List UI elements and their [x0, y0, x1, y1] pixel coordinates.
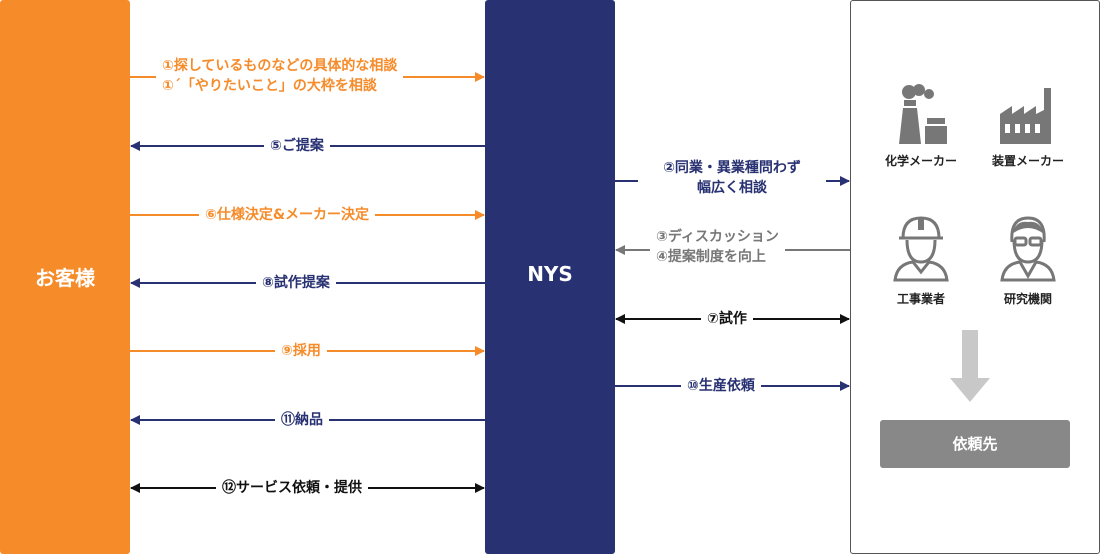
supplier-box: 依頼先 [880, 420, 1070, 468]
label-f10: ⑩生産依頼 [681, 376, 761, 396]
partner-contractor: 工事業者 [866, 210, 976, 307]
label-f7: ⑦試作 [701, 309, 753, 329]
partner-chemical-maker: 化学メーカー [866, 84, 976, 169]
chemical-plant-icon [899, 84, 947, 144]
partner-name: 研究機関 [1003, 292, 1052, 306]
label-f6: ⑥仕様決定&メーカー決定 [199, 205, 376, 225]
label-f11: ⑪納品 [275, 410, 329, 430]
partner-name: 装置メーカー [991, 154, 1064, 168]
customer-label: お客様 [35, 266, 95, 290]
label-f8: ⑧試作提案 [256, 273, 336, 293]
partner-name: 工事業者 [896, 292, 945, 306]
label-f1: ①探しているものなどの具体的な相談 ①´「やりたいこと」の大枠を相談 [156, 56, 404, 96]
label-f5: ⑤ご提案 [264, 136, 330, 156]
label-f12: ⑫サービス依頼・提供 [216, 478, 368, 498]
label-f9: ⑨採用 [275, 341, 327, 361]
partner-research-institute: 研究機関 [973, 210, 1083, 307]
down-arrow-icon [950, 330, 990, 402]
partner-equipment-maker: 装置メーカー [973, 84, 1083, 169]
customer-block: お客様 [0, 0, 130, 554]
factory-icon [1000, 88, 1051, 144]
nys-label: NYS [527, 262, 573, 286]
nys-block: NYS [485, 0, 615, 554]
partner-name: 化学メーカー [884, 154, 957, 168]
researcher-icon [1000, 216, 1056, 282]
construction-worker-icon [893, 216, 949, 282]
label-f3: ③ディスカッション ④提案制度を向上 [650, 227, 785, 267]
label-f2: ②同業・異業種問わず 幅広く相談 [638, 158, 826, 198]
